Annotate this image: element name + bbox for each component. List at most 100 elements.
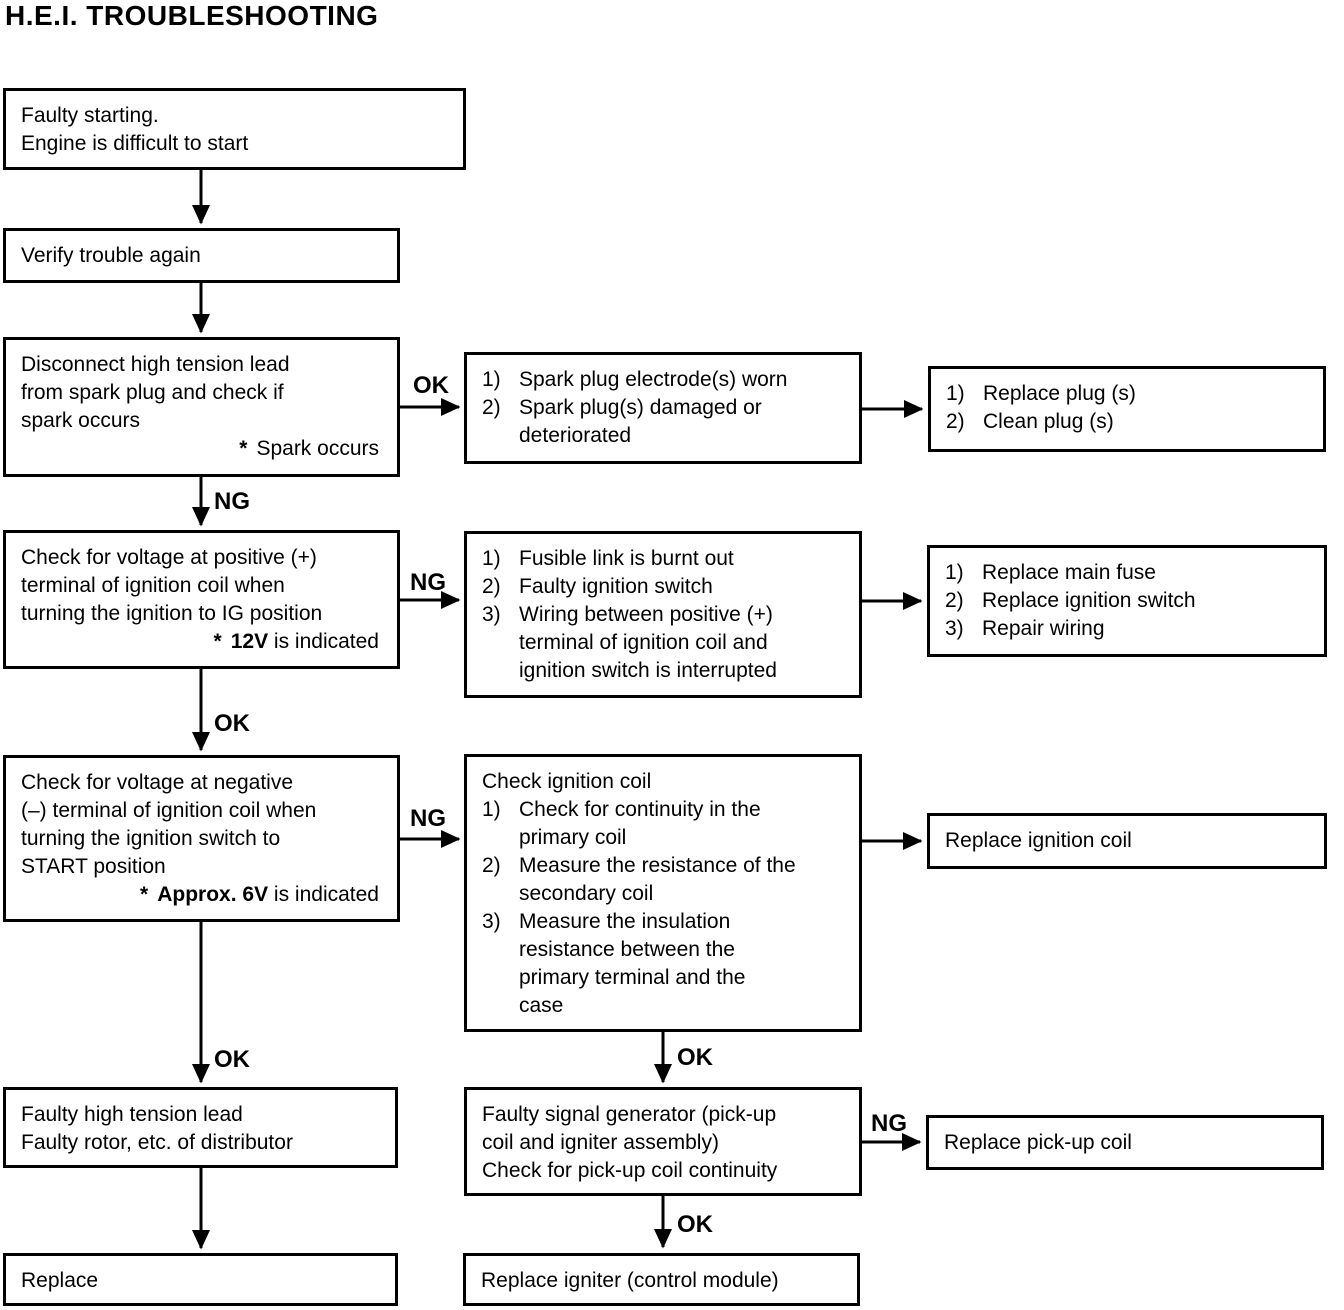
row-number: 3) — [482, 910, 501, 933]
node-text-line: Faulty high tension lead — [21, 1103, 243, 1126]
row-text: ignition switch is interrupted — [519, 659, 777, 682]
row-number: 1) — [482, 368, 501, 391]
note-spark-occurs: * Spark occurs — [21, 435, 389, 463]
node-text-line: turning the ignition switch to — [21, 827, 281, 850]
node-text-line: Replace ignition coil — [945, 829, 1132, 852]
row-number — [482, 629, 519, 657]
note-asterisk: * — [213, 630, 222, 653]
row-text: Measure the insulation — [519, 910, 731, 933]
edge-label-ng-checkneg: NG — [410, 805, 446, 832]
note-text: is indicated — [268, 883, 379, 906]
row-number — [482, 992, 519, 1020]
node-header: Check ignition coil — [482, 770, 652, 793]
node-text-line: Faulty rotor, etc. of distributor — [21, 1131, 293, 1154]
row-text: Replace main fuse — [982, 561, 1156, 584]
node-faulty-starting: Faulty starting. Engine is difficult to … — [3, 88, 466, 170]
row-number — [482, 422, 519, 450]
note-bold-text: 12V — [230, 630, 269, 653]
row-number — [482, 880, 519, 908]
node-text-line: Replace pick-up coil — [944, 1131, 1132, 1154]
node-text-line: Engine is difficult to start — [21, 132, 249, 155]
node-text-line: Verify trouble again — [21, 244, 201, 267]
node-faulty-lead-rotor: Faulty high tension lead Faulty rotor, e… — [3, 1087, 398, 1168]
row-text: Spark plug(s) damaged or — [519, 396, 762, 419]
node-text-line: terminal of ignition coil when — [21, 574, 285, 597]
page-title: H.E.I. TROUBLESHOOTING — [5, 0, 379, 31]
edge-label-ok-signalgen: OK — [677, 1211, 713, 1238]
note-asterisk: * — [140, 883, 149, 906]
note-approx-6v-indicated: *Approx. 6V is indicated — [21, 881, 389, 909]
numbered-list: 1)Replace plug (s) 2)Clean plug (s) — [946, 380, 1315, 436]
node-verify-trouble: Verify trouble again — [3, 228, 400, 283]
row-number: 2) — [946, 410, 965, 433]
numbered-list: 1) Check for continuity in the primary co… — [482, 796, 851, 1020]
edge-label-ok-checkpos: OK — [214, 710, 250, 737]
node-check-ignition-coil: Check ignition coil 1) Check for continui… — [464, 754, 862, 1032]
row-text: Check for continuity in the — [519, 798, 761, 821]
row-number: 2) — [945, 589, 964, 612]
node-spark-plug-diagnosis: 1)Spark plug electrode(s) worn 2)Spark p… — [464, 352, 862, 464]
row-text: secondary coil — [519, 882, 654, 905]
row-number: 1) — [946, 382, 965, 405]
row-number — [482, 964, 519, 992]
node-replace-pickup-coil: Replace pick-up coil — [926, 1115, 1324, 1170]
note-asterisk: * — [239, 437, 248, 460]
node-text-line: turning the ignition to IG position — [21, 602, 323, 625]
node-text-line: Check for voltage at negative — [21, 771, 293, 794]
edge-label-ng-signalgen: NG — [871, 1110, 907, 1137]
numbered-list: 1)Replace main fuse 2)Replace ignition s… — [945, 559, 1316, 643]
row-text: deteriorated — [519, 424, 632, 447]
node-text-line: Faulty signal generator (pick-up — [482, 1103, 777, 1126]
node-text-line: START position — [21, 855, 166, 878]
row-number — [482, 824, 519, 852]
row-number: 1) — [945, 561, 964, 584]
row-number — [482, 657, 519, 685]
node-text-line: coil and igniter assembly) — [482, 1131, 719, 1154]
node-check-positive-terminal: Check for voltage at positive (+) termin… — [3, 530, 400, 669]
row-text: Spark plug electrode(s) worn — [519, 368, 788, 391]
node-text-line: from spark plug and check if — [21, 381, 284, 404]
node-text-line: Disconnect high tension lead — [21, 353, 290, 376]
node-check-negative-terminal: Check for voltage at negative (–) termin… — [3, 755, 400, 922]
edge-label-ng-disconnect: NG — [214, 488, 250, 515]
row-number: 3) — [945, 617, 964, 640]
row-text: Wiring between positive (+) — [519, 603, 773, 626]
node-text-line: Replace — [21, 1269, 99, 1292]
edge-label-ok-checkcoil: OK — [677, 1044, 713, 1071]
note-text: Spark occurs — [256, 437, 379, 460]
edge-label-ok-checkneg: OK — [214, 1046, 250, 1073]
node-replace-igniter: Replace igniter (control module) — [463, 1253, 860, 1306]
node-replace-ignition-coil: Replace ignition coil — [927, 813, 1327, 869]
row-number: 1) — [482, 547, 501, 570]
row-number: 2) — [482, 854, 501, 877]
numbered-list: 1)Spark plug electrode(s) worn 2)Spark p… — [482, 366, 851, 450]
row-number — [482, 936, 519, 964]
numbered-list: 1) Fusible link is burnt out 2) Faulty ign… — [482, 545, 851, 685]
row-text: case — [519, 994, 564, 1017]
row-text: resistance between the — [519, 938, 735, 961]
row-text: Repair wiring — [982, 617, 1105, 640]
row-text: primary terminal and the — [519, 966, 746, 989]
node-text-line: (–) terminal of ignition coil when — [21, 799, 317, 822]
row-number: 2) — [482, 575, 501, 598]
node-replace-clean-plug: 1)Replace plug (s) 2)Clean plug (s) — [928, 366, 1326, 452]
node-disconnect-lead: Disconnect high tension lead from spark … — [3, 337, 400, 477]
node-text-line: Faulty starting. — [21, 104, 159, 127]
node-faulty-signal-generator: Faulty signal generator (pick-up coil an… — [464, 1087, 862, 1196]
row-text: Fusible link is burnt out — [519, 547, 734, 570]
node-replace-distributor-parts: Replace — [3, 1253, 398, 1306]
row-text: terminal of ignition coil and — [519, 631, 768, 654]
node-text-line: spark occurs — [21, 409, 141, 432]
row-number: 3) — [482, 603, 501, 626]
row-text: Clean plug (s) — [983, 410, 1114, 433]
node-fusible-link-diagnosis: 1) Fusible link is burnt out 2) Faulty ign… — [464, 531, 862, 698]
note-text: is indicated — [268, 630, 379, 653]
edge-label-ng-checkpos: NG — [410, 569, 446, 596]
node-text-line: Check for pick-up coil continuity — [482, 1159, 778, 1182]
edge-label-ok-disconnect: OK — [413, 372, 449, 399]
row-text: Faulty ignition switch — [519, 575, 713, 598]
row-number: 1) — [482, 798, 501, 821]
node-replace-fuse-switch-wiring: 1)Replace main fuse 2)Replace ignition s… — [927, 545, 1327, 657]
row-text: primary coil — [519, 826, 627, 849]
